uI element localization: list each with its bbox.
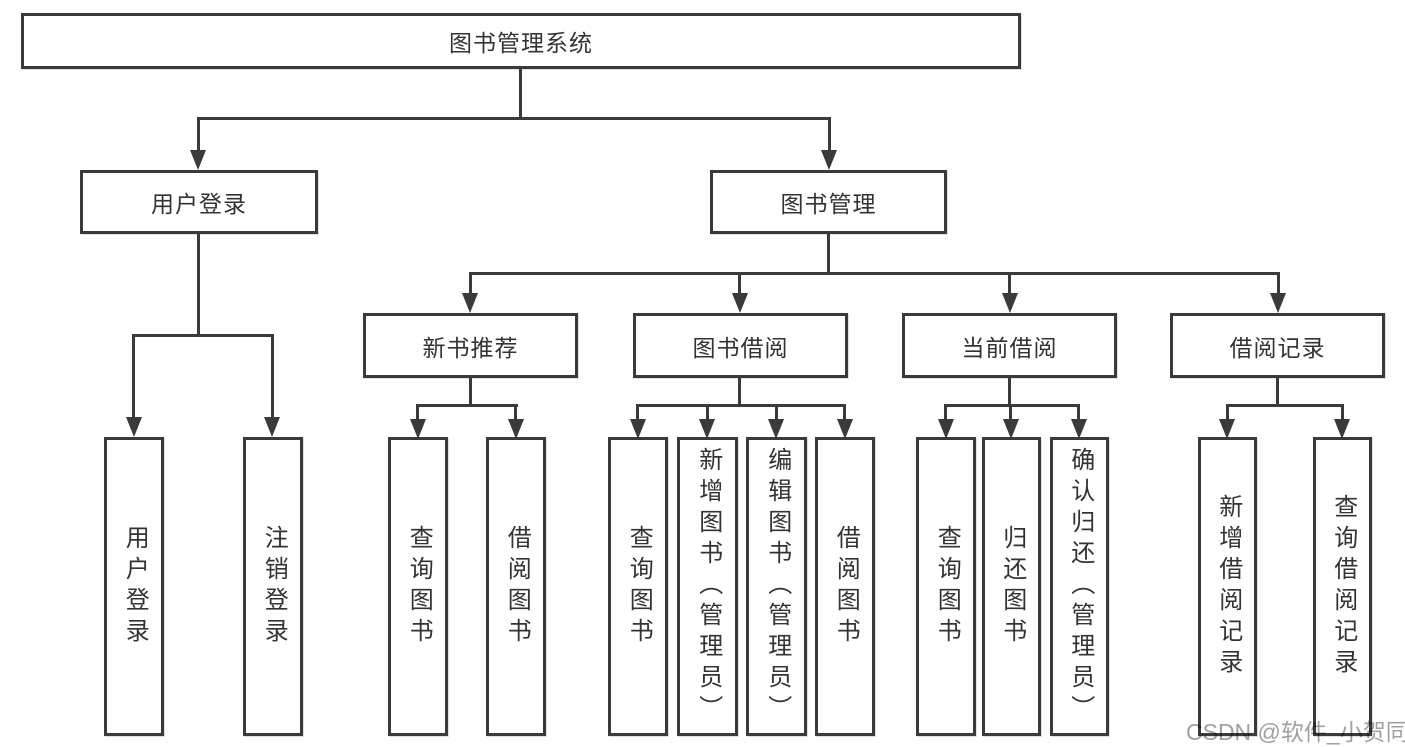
arrow-to-new-book-recommend [462,293,478,313]
leaf-logout-label: 注销登录 [260,524,288,649]
leaf-user-login-label: 用户登录 [121,524,149,649]
leaf-cb-confirm-return-admin: 确认归还（管理员） [1050,437,1109,736]
leaf-logout: 注销登录 [243,437,303,736]
arrow-to-leaf-user-login [126,417,142,437]
leaf-bb-borrow-books-label: 借阅图书 [832,524,860,649]
arrow-cb-leaf-2 [1003,419,1019,439]
arrow-cb-leaf-3 [1071,419,1087,439]
node-user-login-label: 用户登录 [151,191,247,217]
connector-bb-shaft-1 [636,404,639,422]
connector-user-login-shaft-1 [132,334,135,422]
connector-nbr-shaft-2 [514,404,517,422]
connector-bm-shaft-4 [1277,272,1280,297]
leaf-nbr-query-books: 查询图书 [388,437,448,736]
connector-cb-shaft-1 [944,404,947,422]
node-book-borrow: 图书借阅 [633,313,848,378]
connector-cb-shaft-2 [1009,404,1012,422]
node-user-login: 用户登录 [80,170,318,234]
connector-br-split [1226,404,1343,407]
leaf-cb-return-books-label: 归还图书 [998,524,1026,649]
arrow-br-leaf-2 [1334,419,1350,439]
connector-cb-shaft-3 [1077,404,1080,422]
leaf-cb-return-books: 归还图书 [982,437,1041,736]
node-current-borrow-label: 当前借阅 [961,334,1058,361]
connector-book-management-split [469,272,1280,275]
connector-cb-split [944,404,1080,407]
arrow-nbr-leaf-2 [508,419,524,439]
arrow-to-book-borrow [732,293,748,313]
leaf-bb-query-books: 查询图书 [608,437,668,736]
leaf-cb-query-books: 查询图书 [916,437,976,736]
connector-nbr-stub [469,376,472,407]
connector-user-login-split [132,334,274,337]
connector-nbr-split [417,404,518,407]
connector-root-left-shaft [197,117,200,153]
leaf-bb-add-books-admin: 新增图书（管理员） [677,437,738,736]
leaf-user-login: 用户登录 [104,437,164,736]
connector-br-stub [1276,376,1279,407]
node-borrow-records-label: 借阅记录 [1229,334,1326,361]
connector-bb-shaft-2 [706,404,709,422]
arrow-bb-leaf-1 [630,419,646,439]
arrow-bb-leaf-3 [768,419,784,439]
node-new-book-recommend-label: 新书推荐 [422,334,519,361]
node-book-management: 图书管理 [710,170,947,234]
leaf-br-add-borrow-record: 新增借阅记录 [1198,437,1257,736]
connector-bb-shaft-4 [843,404,846,422]
leaf-bb-edit-books-admin-label: 编辑图书（管理员） [763,447,791,726]
connector-bm-shaft-2 [738,272,741,297]
leaf-nbr-borrow-books: 借阅图书 [486,437,546,736]
connector-user-login-stub [197,234,200,337]
node-book-borrow-label: 图书借阅 [692,334,789,361]
leaf-br-query-borrow-record-label: 查询借阅记录 [1329,493,1357,680]
arrow-nbr-leaf-1 [410,419,426,439]
arrow-to-current-borrow [1002,293,1018,313]
connector-bb-stub [738,376,741,407]
connector-br-shaft-1 [1226,404,1229,422]
arrow-to-leaf-logout [264,417,280,437]
connector-nbr-shaft-1 [416,404,419,422]
connector-br-shaft-2 [1341,404,1344,422]
leaf-br-add-borrow-record-label: 新增借阅记录 [1214,493,1242,680]
connector-bm-shaft-1 [469,272,472,297]
connector-cb-stub [1008,376,1011,407]
leaf-bb-borrow-books: 借阅图书 [815,437,875,736]
node-library-system: 图书管理系统 [21,13,1021,69]
leaf-nbr-query-books-label: 查询图书 [405,524,433,649]
arrow-cb-leaf-1 [938,419,954,439]
connector-user-login-shaft-2 [271,334,274,422]
node-book-management-label: 图书管理 [780,191,877,217]
node-borrow-records: 借阅记录 [1170,313,1385,378]
leaf-nbr-borrow-books-label: 借阅图书 [503,524,531,649]
arrow-br-leaf-1 [1219,419,1235,439]
node-new-book-recommend: 新书推荐 [363,313,578,378]
leaf-cb-confirm-return-admin-label: 确认归还（管理员） [1066,447,1094,726]
connector-bb-split [636,404,846,407]
arrow-bb-leaf-2 [699,419,715,439]
connector-bm-shaft-3 [1008,272,1011,297]
arrow-bb-leaf-4 [837,419,853,439]
leaf-br-query-borrow-record: 查询借阅记录 [1313,437,1372,736]
leaf-bb-edit-books-admin: 编辑图书（管理员） [746,437,807,736]
leaf-bb-query-books-label: 查询图书 [625,524,653,649]
connector-root-right-shaft [828,117,831,153]
connector-book-management-stub [827,234,830,275]
leaf-cb-query-books-label: 查询图书 [933,524,961,649]
arrow-to-user-login [190,150,206,170]
arrow-to-borrow-records [1270,293,1286,313]
csdn-watermark: CSDN @软件_小贺同学 [1186,719,1405,745]
connector-root-stub [519,66,522,117]
node-library-system-label: 图书管理系统 [449,30,593,56]
arrow-to-book-management [821,150,837,170]
leaf-bb-add-books-admin-label: 新增图书（管理员） [694,447,722,726]
connector-root-split [197,117,831,120]
node-current-borrow: 当前借阅 [902,313,1117,378]
connector-bb-shaft-3 [775,404,778,422]
